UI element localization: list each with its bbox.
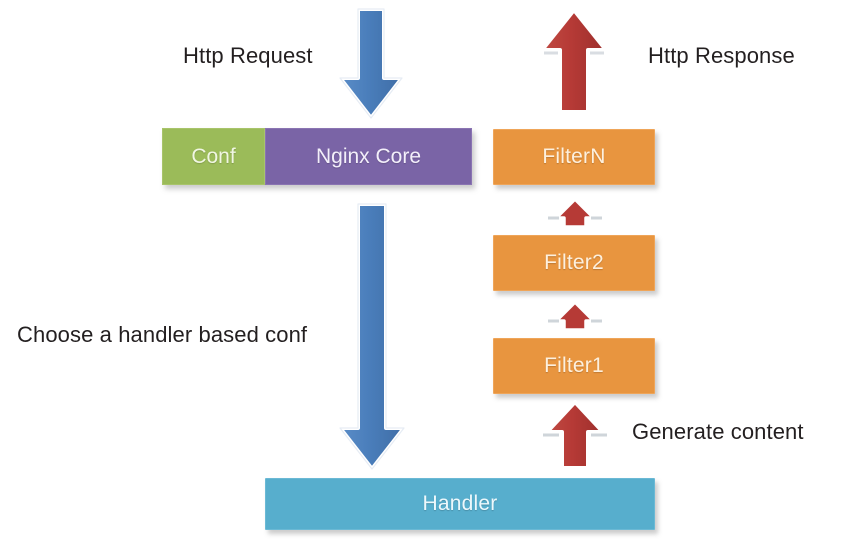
label-generate-content: Generate content: [632, 419, 804, 444]
down-arrow-blue-request-icon: [336, 6, 406, 124]
label-choose-handler: Choose a handler based conf: [17, 322, 308, 347]
long-down-arrow-blue-core-to-handler-icon: [336, 200, 408, 475]
filter-n-box[interactable]: FilterN: [493, 129, 655, 185]
handler-box[interactable]: Handler: [265, 478, 655, 530]
nginx-core-box[interactable]: Nginx Core: [265, 128, 472, 185]
label-http-response: Http Response: [648, 43, 795, 68]
label-http-request: Http Request: [183, 43, 313, 68]
filter-2-box[interactable]: Filter2: [493, 235, 655, 291]
conf-box[interactable]: Conf: [162, 128, 265, 185]
filter-1-box[interactable]: Filter1: [493, 338, 655, 394]
up-arrow-red-response-icon: [538, 6, 610, 118]
up-arrow-red-generate-content-icon: [542, 398, 608, 474]
nginx-core-bar: Conf Nginx Core: [162, 128, 472, 185]
small-up-arrow-red-filter2-to-filtern-icon: [546, 196, 604, 232]
small-up-arrow-red-filter1-to-filter2-icon: [546, 299, 604, 335]
